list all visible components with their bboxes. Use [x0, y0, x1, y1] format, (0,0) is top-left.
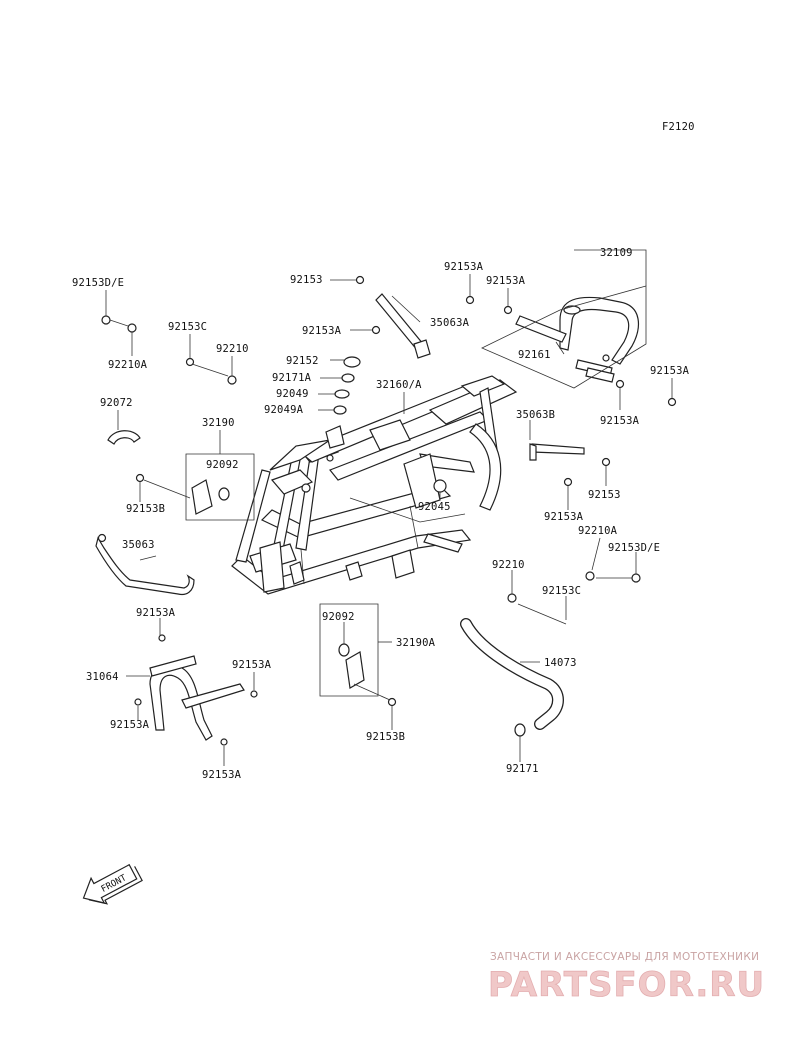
part-label: 92153A: [486, 275, 526, 287]
part-label: 92153A: [232, 659, 272, 671]
part-label: 92045: [418, 501, 451, 513]
part-label: 35063A: [430, 317, 470, 329]
part-label: 92210: [216, 343, 249, 355]
front-arrow-icon: FRONT: [82, 863, 143, 905]
part-label: 92153C: [168, 321, 207, 333]
main-frame: [231, 375, 518, 595]
watermark-tagline: ЗАПЧАСТИ И АКСЕССУАРЫ ДЛЯ МОТОТЕХНИКИ: [490, 951, 759, 963]
bracket-32190: [135, 453, 255, 521]
part-label: 92161: [518, 349, 551, 361]
fasteners: [101, 295, 677, 625]
part-label: 92092: [206, 459, 239, 471]
part-label: 92210A: [578, 525, 618, 537]
part-label: 92092: [322, 611, 355, 623]
figure-code: F2120: [662, 121, 695, 133]
part-label: 92153A: [444, 261, 484, 273]
part-labels: 92153D/E 92210A 92153C 92210 92072 32190…: [72, 247, 690, 781]
watermark: ЗАПЧАСТИ И АКСЕССУАРЫ ДЛЯ МОТОТЕХНИКИ PA…: [488, 951, 765, 1005]
part-label: 32160/A: [376, 379, 422, 391]
part-label: 31064: [86, 671, 119, 683]
part-label: 92153A: [136, 607, 176, 619]
part-label: 92153B: [126, 503, 165, 515]
part-label: 92152: [286, 355, 319, 367]
bracket-32190a: [319, 603, 397, 707]
part-label: 92153: [588, 489, 621, 501]
leader-lines: [105, 274, 673, 766]
part-label: 92171A: [272, 372, 312, 384]
part-label: 92153A: [110, 719, 150, 731]
part-label: 92153A: [202, 769, 242, 781]
part-label: 92153: [290, 274, 323, 286]
part-label: 35063B: [516, 409, 555, 421]
part-label: 92153B: [366, 731, 405, 743]
hose-14073: [460, 618, 564, 737]
part-label: 92210: [492, 559, 525, 571]
part-label: 92210A: [108, 359, 148, 371]
guard-35063: [95, 533, 195, 596]
guard-31064: [134, 634, 258, 746]
part-label: 92049: [276, 388, 309, 400]
part-label: 92072: [100, 397, 133, 409]
part-label: 92153A: [544, 511, 584, 523]
part-label: 35063: [122, 539, 155, 551]
part-label: 14073: [544, 657, 577, 669]
part-label: 92153C: [542, 585, 581, 597]
part-label: 92153D/E: [608, 542, 660, 554]
stay-35063b: [529, 443, 611, 487]
part-label: 92171: [506, 763, 539, 775]
part-label: 92049A: [264, 404, 304, 416]
part-label: 92153A: [650, 365, 690, 377]
watermark-brand: PARTSFOR.RU: [488, 965, 765, 1005]
part-label: 32190A: [396, 637, 436, 649]
part-label: 32109: [600, 247, 633, 259]
part-label: 92153D/E: [72, 277, 124, 289]
part-label: 92153A: [600, 415, 640, 427]
part-label: 92153A: [302, 325, 342, 337]
part-label: 32190: [202, 417, 235, 429]
rear-carrier: [515, 296, 639, 383]
stay-35063a: [355, 275, 431, 359]
